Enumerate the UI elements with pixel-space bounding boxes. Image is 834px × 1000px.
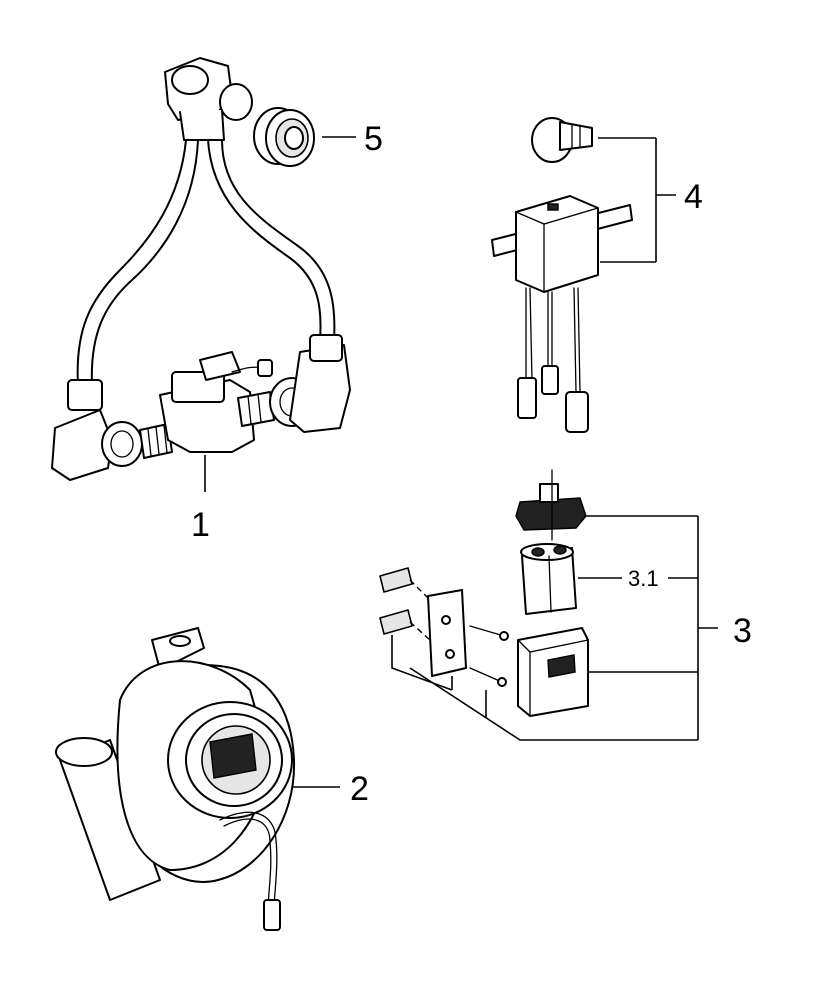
callout-4: 4 <box>684 178 703 216</box>
part-3-battery-kit <box>379 469 718 741</box>
part-5-seal-ring <box>253 107 356 167</box>
callout-2: 2 <box>350 770 369 808</box>
callout-3-1: 3.1 <box>628 566 659 591</box>
callout-1: 1 <box>191 506 210 544</box>
callout-5: 5 <box>364 120 383 158</box>
callout-3: 3 <box>733 612 752 650</box>
part-1-valve-assembly <box>51 57 351 492</box>
part-4-electronics-module <box>491 117 676 433</box>
part-2-siphon-trap <box>55 627 340 931</box>
